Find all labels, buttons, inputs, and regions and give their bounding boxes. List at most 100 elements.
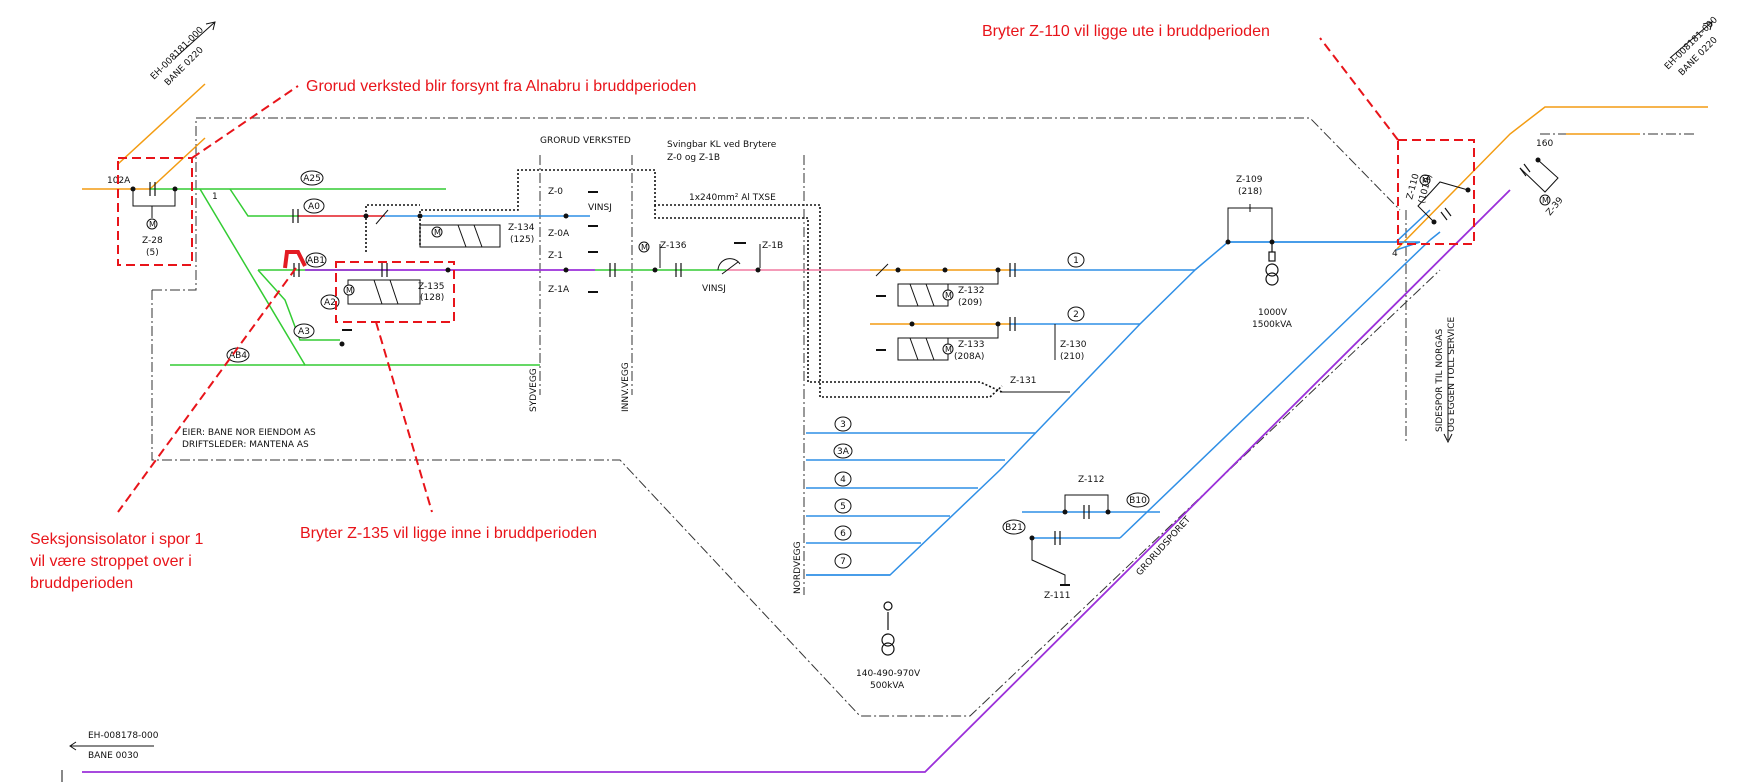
svg-text:(208A): (208A): [954, 352, 984, 362]
svg-text:VINSJ: VINSJ: [588, 203, 612, 213]
svg-text:M: M: [641, 243, 648, 252]
component-labels: 102A 1 Z-28 (5) GRORUD VERKSTED Svingbar…: [107, 136, 1566, 691]
track-a3: A3: [293, 323, 315, 339]
svg-text:Z-0: Z-0: [548, 187, 563, 197]
track-ab4: AB4: [226, 347, 250, 363]
svg-text:6: 6: [840, 529, 846, 539]
svg-text:AB1: AB1: [307, 256, 325, 266]
track-ab1: AB1: [305, 252, 327, 268]
svg-text:M: M: [945, 291, 952, 300]
svg-text:(128): (128): [420, 293, 444, 303]
svg-text:B21: B21: [1005, 523, 1023, 533]
svg-text:Seksjonsisolator i spor 1: Seksjonsisolator i spor 1: [30, 531, 204, 548]
svg-text:Z-1B: Z-1B: [762, 241, 783, 251]
cable-routes: [365, 169, 1003, 398]
svg-text:(210): (210): [1060, 352, 1084, 362]
svg-text:Z-131: Z-131: [1010, 376, 1036, 386]
svg-text:1: 1: [1073, 256, 1079, 266]
svg-text:Bryter Z-110 vil ligge ute i b: Bryter Z-110 vil ligge ute i bruddperiod…: [982, 23, 1270, 40]
strap-over-marker: [283, 250, 307, 269]
svg-text:140-490-970V: 140-490-970V: [856, 669, 921, 679]
svg-text:INNV.VEGG: INNV.VEGG: [621, 362, 631, 412]
svg-text:7: 7: [840, 557, 846, 567]
svg-text:(218): (218): [1238, 187, 1262, 197]
arrow-icon: [61, 21, 1713, 782]
svg-text:Z-134: Z-134: [508, 223, 535, 233]
svg-text:Z-112: Z-112: [1078, 475, 1104, 485]
svg-text:bruddperioden: bruddperioden: [30, 575, 133, 592]
svg-text:A25: A25: [303, 174, 321, 184]
svg-text:M: M: [434, 228, 441, 237]
boundary-lines: [151, 117, 1696, 717]
svg-text:3A: 3A: [837, 447, 850, 457]
svg-text:DRIFTSLEDER: MANTENA AS: DRIFTSLEDER: MANTENA AS: [182, 440, 309, 450]
red-lines: [298, 215, 870, 271]
svg-text:EIER: BANE NOR EIENDOM AS: EIER: BANE NOR EIENDOM AS: [182, 428, 316, 438]
svg-text:3: 3: [840, 420, 846, 430]
svg-text:Z-1: Z-1: [548, 251, 563, 261]
svg-text:102A: 102A: [107, 176, 131, 186]
svg-text:M: M: [1422, 176, 1429, 185]
svg-text:Z-133: Z-133: [958, 340, 984, 350]
svg-text:OG EGGEN TOLL SERVICE: OG EGGEN TOLL SERVICE: [1447, 316, 1457, 432]
svg-text:A0: A0: [308, 202, 320, 212]
track-b21: B21: [1002, 519, 1026, 535]
svg-text:VINSJ: VINSJ: [702, 284, 726, 294]
svg-text:M: M: [945, 345, 952, 354]
annotation-highlights: [117, 37, 1475, 513]
orange-feeders: [82, 83, 1708, 325]
purple-tracks: [82, 189, 1511, 773]
svg-text:GRORUDSPORET: GRORUDSPORET: [1135, 515, 1193, 578]
svg-text:1000V: 1000V: [1258, 308, 1288, 318]
svg-text:Z-111: Z-111: [1044, 591, 1070, 601]
svg-text:BANE 0030: BANE 0030: [88, 751, 139, 761]
svg-text:Bryter Z-135 vil ligge inne i: Bryter Z-135 vil ligge inne i bruddperio…: [300, 525, 597, 542]
annotation-texts: Grorud verksted blir forsynt fra Alnabru…: [30, 23, 1270, 592]
blue-tracks: [385, 209, 1441, 576]
svg-text:B10: B10: [1129, 496, 1147, 506]
svg-text:GRORUD VERKSTED: GRORUD VERKSTED: [540, 136, 631, 146]
svg-text:4: 4: [1392, 249, 1398, 259]
disconnector-switch-icon: [132, 159, 1559, 585]
svg-text:1500kVA: 1500kVA: [1252, 320, 1293, 330]
svg-text:1x240mm² Al TXSE: 1x240mm² Al TXSE: [689, 193, 776, 203]
svg-text:M: M: [346, 286, 353, 295]
svg-text:Z-135: Z-135: [418, 282, 444, 292]
svg-text:vil være stroppet over i: vil være stroppet over i: [30, 553, 192, 570]
track-a25: A25: [300, 170, 324, 186]
motor-icon: M M M M M M M M: [146, 174, 1551, 355]
earth-icon: [342, 191, 1070, 586]
svg-text:Grorud verksted blir forsynt f: Grorud verksted blir forsynt fra Alnabru…: [306, 78, 696, 95]
svg-text:5: 5: [840, 502, 846, 512]
highlight-z110: [1397, 139, 1475, 245]
highlight-z28: [117, 157, 193, 266]
svg-text:Z-28: Z-28: [142, 236, 163, 246]
svg-text:Z-0 og Z-1B: Z-0 og Z-1B: [667, 153, 720, 163]
capacitor-insulator-icon: [149, 163, 1531, 545]
junction-nodes: [130, 157, 1541, 541]
track-b10: B10: [1126, 492, 1150, 508]
svg-text:Z-136: Z-136: [660, 241, 687, 251]
svg-text:AB4: AB4: [229, 351, 247, 361]
svg-text:M: M: [1542, 196, 1549, 205]
track-3a: 3A: [833, 443, 853, 459]
track-6: 6: [834, 525, 852, 541]
svg-text:1: 1: [212, 192, 218, 202]
svg-text:EH-008178-000: EH-008178-000: [88, 731, 159, 741]
track-labels: A25 A0 AB1 A2 A3 AB4 1 2 3 3A 4 5 6 7 B1…: [226, 170, 1150, 569]
svg-text:NORDVEGG: NORDVEGG: [793, 541, 803, 594]
svg-text:Z-109: Z-109: [1236, 175, 1263, 185]
track-a0: A0: [303, 198, 325, 214]
highlight-z135: [335, 261, 455, 323]
svg-text:Z-1A: Z-1A: [548, 285, 570, 295]
track-4: 4: [834, 471, 852, 487]
svg-text:A3: A3: [298, 327, 310, 337]
svg-text:M: M: [149, 220, 156, 229]
svg-text:Z-132: Z-132: [958, 286, 984, 296]
svg-text:(5): (5): [146, 248, 159, 258]
track-1: 1: [1067, 252, 1085, 268]
track-a2: A2: [320, 294, 340, 310]
track-7: 7: [834, 553, 852, 569]
reference-labels: EH-008181-000 BANE 0220 EH-008181-000 BA…: [88, 15, 1720, 761]
